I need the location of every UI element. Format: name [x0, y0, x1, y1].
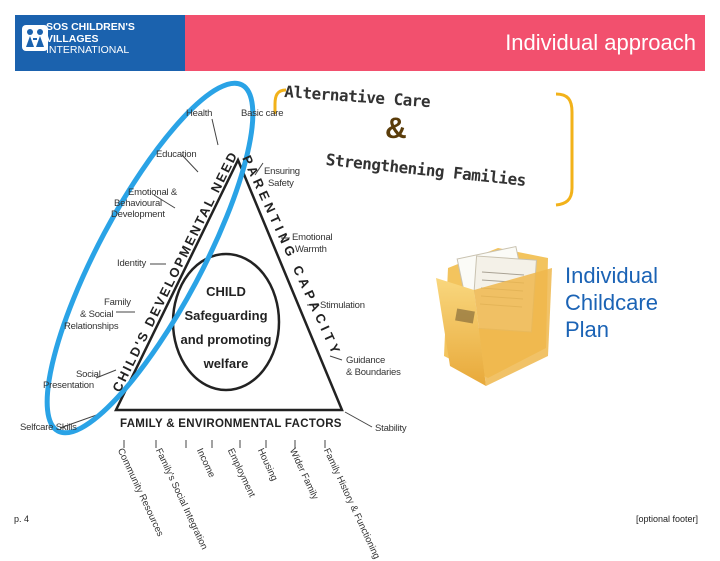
logo-text: SOS CHILDREN'S VILLAGES INTERNATIONAL	[46, 21, 181, 57]
assessment-triangle-diagram: CHILD'S DEVELOPMENTAL NEEDS PARENTING CA…	[0, 0, 574, 448]
label-social-2: Presentation	[43, 380, 94, 391]
label-identity: Identity	[117, 258, 147, 269]
footer-page-number: p. 4	[14, 514, 30, 524]
label-emotional-1: Emotional &	[128, 187, 178, 198]
footer-note: [optional footer]	[635, 514, 698, 524]
plan-line-3: Plan	[565, 317, 610, 342]
highlight-oval	[44, 80, 256, 436]
label-safety: Safety	[268, 178, 294, 189]
center-line-2: Safeguarding	[184, 308, 268, 323]
center-line-4: welfare	[203, 356, 249, 371]
label-selfcare: Selfcare Skills	[20, 422, 77, 433]
center-line-1: CHILD	[206, 284, 246, 299]
plan-text: Individual Childcare Plan	[565, 262, 658, 343]
label-ensuring: Ensuring	[264, 166, 300, 177]
label-health: Health	[186, 108, 213, 119]
triangle-outline	[113, 156, 344, 412]
logo-block	[15, 15, 185, 71]
plan-line-1: Individual	[565, 263, 658, 288]
folder-documents-icon	[436, 245, 552, 386]
label-family-2: & Social	[80, 309, 114, 320]
slide-title: Individual approach	[505, 30, 696, 55]
logo-line-1: SOS CHILDREN'S	[46, 21, 135, 33]
logo-line-3: INTERNATIONAL	[46, 44, 130, 56]
label-social-1: Social	[76, 369, 101, 380]
label-guidance-2: & Boundaries	[346, 367, 401, 378]
label-family-3: Relationships	[64, 321, 119, 332]
label-family-1: Family	[104, 297, 131, 308]
left-bracket	[273, 88, 287, 114]
logo-children-icon	[22, 25, 48, 51]
center-line-3: and promoting	[180, 332, 272, 347]
label-stimulation: Stimulation	[320, 300, 365, 311]
label-emotional-2: Behavioural	[114, 198, 162, 209]
right-bracket	[555, 92, 574, 207]
header-bar	[185, 15, 705, 71]
label-emotional-warmth-1: Emotional	[292, 232, 333, 243]
label-emotional-warmth-2: Warmth	[295, 244, 327, 255]
logo-line-2: VILLAGES	[46, 32, 99, 45]
label-basic-care: Basic care	[241, 108, 284, 119]
headline-ampersand: &	[385, 112, 407, 145]
base-title: FAMILY & ENVIRONMENTAL FACTORS	[120, 418, 342, 430]
plan-line-2: Childcare	[565, 290, 658, 315]
label-education: Education	[156, 149, 197, 160]
label-guidance-1: Guidance	[346, 355, 386, 366]
label-stability: Stability	[375, 423, 407, 434]
center-text: CHILD Safeguarding and promoting welfare	[176, 280, 276, 376]
label-emotional-3: Development	[111, 209, 165, 220]
